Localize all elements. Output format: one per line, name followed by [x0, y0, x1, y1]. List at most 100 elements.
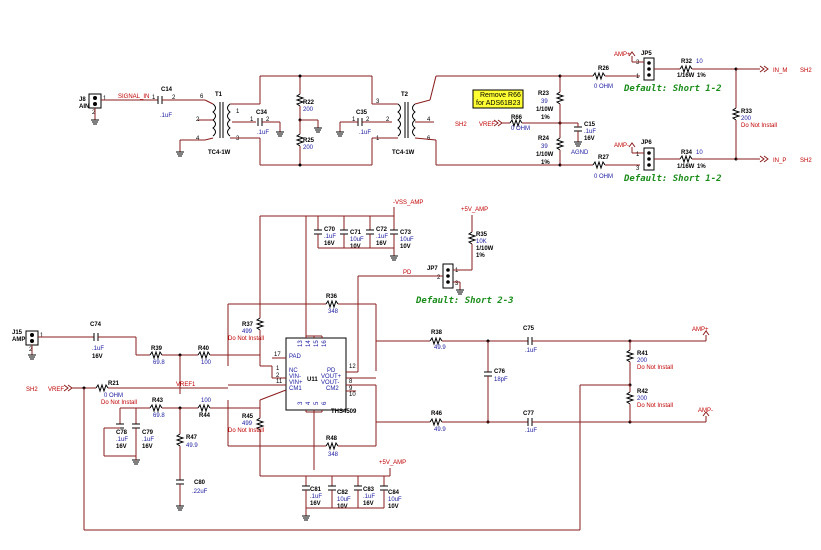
- resistor-r34: R34 10 1/16W 1%: [677, 150, 706, 170]
- capacitor-c75: C75 .1uF: [523, 326, 537, 354]
- capacitor-c71: C71 10uF 10V: [340, 216, 364, 250]
- resistor-r43: R43 69.8: [149, 398, 165, 419]
- resistor-r66: R66 0 OHM: [509, 115, 530, 132]
- connector-j8: J8 AIN 1 2: [79, 93, 107, 125]
- r21-note: Do Not Install: [101, 400, 137, 406]
- u11-pin10: 10: [349, 392, 356, 398]
- u11-pin8: 8: [349, 379, 353, 385]
- r25-ref: R25: [303, 138, 315, 144]
- r66-value: 0 OHM: [511, 126, 530, 132]
- net-5v-amp-a: +5V_AMP: [461, 207, 488, 213]
- r37-note: Do Not Install: [228, 336, 264, 342]
- c72-ref: C72: [376, 227, 388, 233]
- c73-voltage: 10V: [400, 244, 411, 250]
- j8-pin1: 1: [103, 96, 107, 102]
- u11-pin17: 17: [274, 352, 281, 358]
- r39-value: 69.8: [153, 360, 165, 366]
- resistor-r36: R36 348: [325, 294, 339, 315]
- j15-pin2: 2: [29, 347, 33, 353]
- r48-value: 348: [328, 452, 339, 458]
- amplifier-u11: PAD NC VIN- VIN+ CM1 PD VOUT+ VOUT- CM2 …: [285, 337, 357, 415]
- r32-ref: R32: [681, 59, 693, 65]
- r40-value: 100: [201, 360, 212, 366]
- c83-value: .1uF: [363, 494, 375, 500]
- c79-value: .1uF: [142, 437, 154, 443]
- r32-power: 1/16W: [677, 73, 695, 79]
- c84-voltage: 10V: [388, 504, 399, 510]
- net-amp-plus: AMP+: [614, 52, 631, 58]
- r41-value: 200: [637, 358, 648, 364]
- r22-value: 200: [303, 107, 314, 113]
- c74-value: .1uF: [92, 346, 104, 352]
- net-pd: PD: [403, 270, 412, 276]
- t2-pin1: 1: [376, 136, 380, 142]
- r42-value: 200: [637, 396, 648, 402]
- t1-ref: T1: [215, 92, 223, 98]
- net-in-m: IN_M: [773, 68, 787, 74]
- u11-top-pin4: 16: [322, 340, 328, 347]
- r66-ref: R66: [511, 115, 523, 121]
- c71-value: 10uF: [350, 237, 364, 243]
- c34-pin2: 2: [266, 117, 270, 123]
- capacitor-c72: C72 .1uF 16V: [366, 216, 388, 248]
- r43-value: 69.8: [153, 413, 165, 419]
- jp5-default: Default: Short 1-2: [623, 84, 722, 94]
- resistor-r27: R27 0 OHM: [592, 155, 613, 180]
- r41-ref: R41: [637, 351, 649, 357]
- c82-value: 10uF: [337, 497, 351, 503]
- u11-bot-pin2: 4: [306, 401, 312, 405]
- net-vref1: VREF1: [176, 382, 196, 388]
- c78-ref: C78: [116, 430, 128, 436]
- r21-value: 0 OHM: [104, 393, 123, 399]
- jumper-jp5[interactable]: JP5 3 1: [636, 51, 655, 81]
- note-line1: Remove R66: [480, 92, 521, 99]
- net-amp-minus-out: AMP-: [698, 408, 713, 414]
- r38-ref: R38: [431, 330, 443, 336]
- resistor-r33: R33 200 Do Not Install: [731, 107, 777, 129]
- r45-note: Do Not Install: [228, 428, 264, 434]
- r41-note: Do Not Install: [637, 365, 673, 371]
- r33-ref: R33: [741, 109, 753, 115]
- net-5v-amp-b: +5V_AMP: [379, 460, 406, 466]
- c72-value: .1uF: [376, 234, 388, 240]
- c15-value: .1uF: [584, 129, 596, 135]
- jp7-pin1: 1: [455, 268, 459, 274]
- r33-value: 200: [741, 116, 752, 122]
- c72-voltage: 16V: [376, 241, 387, 247]
- resistor-r40: R40 100: [197, 346, 212, 366]
- capacitor-c80: C80 .22uF: [176, 479, 208, 495]
- capacitor-c83: C83 .1uF 16V: [354, 476, 375, 508]
- r44-ref: R44: [199, 413, 211, 419]
- resistor-r46: R46 49.9: [429, 411, 446, 433]
- jumper-jp6[interactable]: JP6 1 3: [636, 140, 655, 172]
- resistor-r37: R37 499 Do Not Install: [228, 317, 265, 342]
- r23-ref: R23: [538, 91, 550, 97]
- t2-pin3: 3: [376, 99, 380, 105]
- c77-ref: C77: [523, 411, 535, 417]
- r24-tol: 1%: [541, 160, 550, 166]
- c14-pin1: 1: [152, 95, 156, 101]
- c83-ref: C83: [363, 487, 375, 493]
- c78-value: .1uF: [116, 437, 128, 443]
- capacitor-c81: C81 .1uF 16V: [302, 476, 322, 516]
- jp6-ref: JP6: [641, 140, 652, 146]
- r43-ref: R43: [152, 398, 164, 404]
- capacitor-c84: C84 10uF 10V: [380, 476, 402, 510]
- r39-ref: R39: [151, 346, 163, 352]
- j15-ref: J15: [12, 330, 23, 336]
- r45-ref: R45: [242, 414, 254, 420]
- c81-voltage: 16V: [310, 501, 321, 507]
- t1-pin3: 3: [236, 136, 240, 142]
- c15-ref: C15: [584, 122, 596, 128]
- c14-ref: C14: [161, 87, 173, 93]
- resistor-r42: R42 200 Do Not Install: [625, 389, 673, 409]
- net-sh2-b: SH2: [800, 68, 812, 74]
- c76-value: 18pF: [494, 377, 508, 383]
- net-in-p: IN_P: [773, 158, 786, 164]
- resistor-r47: R47 49.9: [175, 433, 198, 449]
- r32-value: 10: [696, 59, 703, 65]
- r42-ref: R42: [637, 389, 649, 395]
- c35-pin2: 2: [366, 117, 370, 123]
- r47-ref: R47: [186, 435, 198, 441]
